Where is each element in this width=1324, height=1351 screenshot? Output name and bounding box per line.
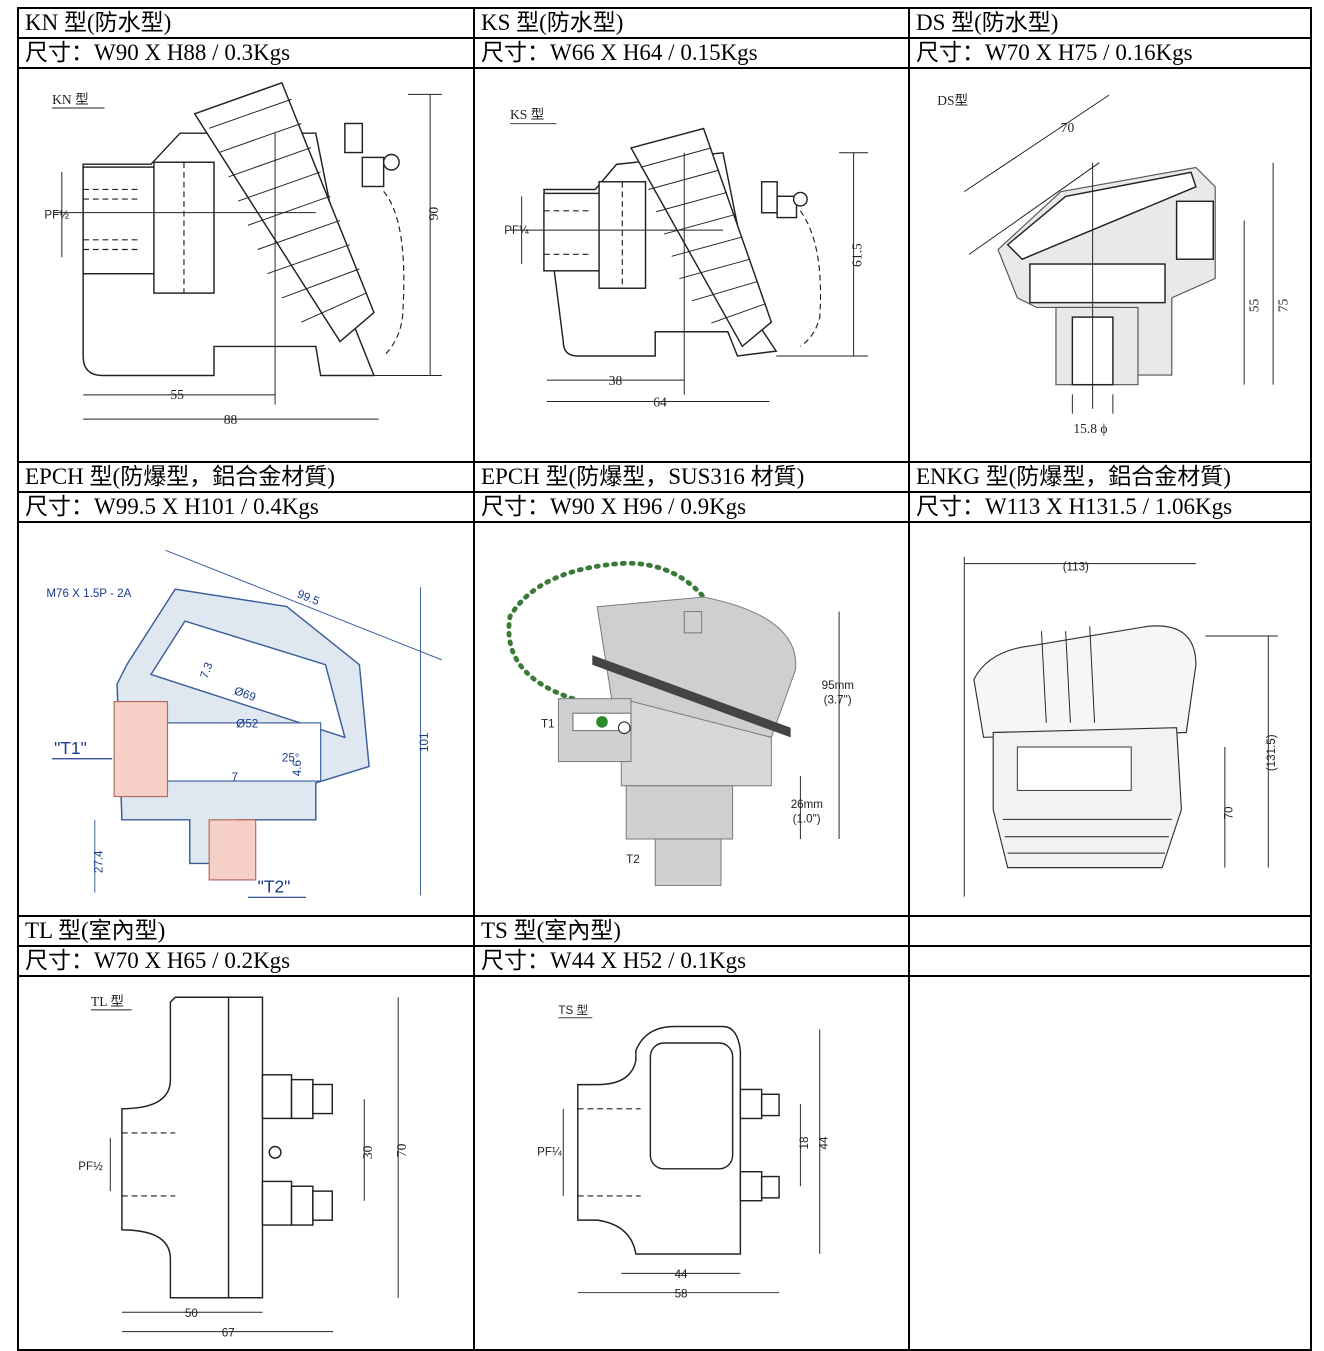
tl-size: 尺寸：W70 X H65 / 0.2Kgs [17, 945, 475, 977]
terminal-head-spec-table: KN 型(防水型) KS 型(防水型) DS 型(防水型) 尺寸：W90 X H… [17, 7, 1312, 1351]
table-row: EPCH 型(防爆型，鋁合金材質) EPCH 型(防爆型，SUS316 材質) … [17, 461, 1312, 493]
epch-sus-port-t2: T2 [626, 853, 640, 866]
tl-drawing-name: TL 型 [91, 994, 124, 1009]
epch-sus-drawing: 95mm (3.7") 26mm (1.0") T1 T2 [506, 560, 854, 886]
epch-al-dim-7-3: 7.3 [198, 661, 216, 681]
ks-dim-64: 64 [653, 394, 667, 409]
empty-cell [908, 975, 1312, 1351]
kn-drawing-cell: KN 型 [17, 67, 475, 463]
epch-sus-dim-1-0in: (1.0") [793, 813, 821, 826]
epch-al-dim-7: 7 [231, 771, 237, 784]
ts-dim-18: 18 [798, 1137, 811, 1150]
enkg-drawing-cell: (113) (131.5) 70 [908, 521, 1312, 917]
epch-al-dim-4-6: 4.6 [291, 760, 304, 776]
table-row: 尺寸：W99.5 X H101 / 0.4Kgs 尺寸：W90 X H96 / … [17, 491, 1312, 523]
tl-dim-70: 70 [394, 1143, 409, 1157]
ks-port-label: PF¼ [504, 224, 529, 237]
ks-drawing-name: KS 型 [510, 107, 544, 122]
ds-drawing: DS型 70 55 75 15.8 ϕ [937, 93, 1291, 436]
table-row: KN 型(防水型) KS 型(防水型) DS 型(防水型) [17, 7, 1312, 39]
enkg-dim-70: 70 [1224, 806, 1236, 819]
ks-size: 尺寸：W66 X H64 / 0.15Kgs [473, 37, 910, 69]
tl-dim-50: 50 [185, 1307, 198, 1320]
table-row: M76 X 1.5P - 2A 99.5 Ø69 Ø52 25° 7.3 7 4… [17, 521, 1312, 917]
epch-al-dim-25: 25° [282, 752, 300, 765]
epch-al-dim-99-5: 99.5 [295, 588, 321, 609]
kn-title: KN 型(防水型) [17, 7, 475, 39]
epch-al-size: 尺寸：W99.5 X H101 / 0.4Kgs [17, 491, 475, 523]
tl-drawing: TL 型 PF½ 30 70 50 [78, 994, 409, 1340]
epch-sus-drawing-cell: 95mm (3.7") 26mm (1.0") T1 T2 [473, 521, 910, 917]
kn-drawing-name: KN 型 [52, 92, 89, 107]
ts-port-label: PF¼ [537, 1145, 562, 1158]
epch-sus-port-t1: T1 [541, 718, 555, 731]
enkg-drawing: (113) (131.5) 70 [963, 556, 1278, 897]
ts-drawing: TS 型 PF¼ 18 44 44 58 [537, 1003, 830, 1301]
kn-dim-88: 88 [224, 412, 238, 427]
tl-port-label: PF½ [78, 1160, 103, 1173]
epch-al-dim-101: 101 [418, 733, 431, 752]
tl-drawing-cell: TL 型 PF½ 30 70 50 [17, 975, 475, 1351]
kn-dim-55: 55 [170, 387, 184, 402]
enkg-dim-113: (113) [1063, 561, 1089, 573]
epch-sus-dim-95mm: 95mm [822, 679, 854, 692]
kn-size: 尺寸：W90 X H88 / 0.3Kgs [17, 37, 475, 69]
epch-al-port-t2: "T2" [258, 877, 291, 897]
ts-drawing-cell: TS 型 PF¼ 18 44 44 58 [473, 975, 910, 1351]
table-row: TL 型(室內型) TS 型(室內型) [17, 915, 1312, 947]
ts-dim-58: 58 [675, 1288, 688, 1301]
ts-drawing-name: TS 型 [558, 1003, 588, 1017]
ts-dim-44-v: 44 [817, 1136, 830, 1149]
tl-dim-30: 30 [360, 1145, 375, 1159]
ks-drawing-cell: KS 型 [473, 67, 910, 463]
epch-al-dim-52: Ø52 [236, 718, 258, 731]
empty-title [908, 915, 1312, 947]
kn-port-label: PF½ [44, 208, 69, 221]
epch-al-title: EPCH 型(防爆型，鋁合金材質) [17, 461, 475, 493]
ts-title: TS 型(室內型) [473, 915, 910, 947]
ds-size: 尺寸：W70 X H75 / 0.16Kgs [908, 37, 1312, 69]
empty-size [908, 945, 1312, 977]
table-row: 尺寸：W90 X H88 / 0.3Kgs 尺寸：W66 X H64 / 0.1… [17, 37, 1312, 69]
kn-drawing: KN 型 [44, 81, 442, 427]
tl-dim-67: 67 [222, 1327, 235, 1340]
table-row: 尺寸：W70 X H65 / 0.2Kgs 尺寸：W44 X H52 / 0.1… [17, 945, 1312, 977]
ds-dim-55: 55 [1247, 299, 1262, 313]
ds-dim-15-8: 15.8 ϕ [1073, 421, 1107, 436]
epch-sus-size: 尺寸：W90 X H96 / 0.9Kgs [473, 491, 910, 523]
ds-dim-75: 75 [1276, 299, 1291, 313]
ds-dim-70: 70 [1061, 120, 1075, 135]
ks-dim-38: 38 [609, 373, 623, 388]
table-row: KN 型 [17, 67, 1312, 463]
epch-al-drawing: M76 X 1.5P - 2A 99.5 Ø69 Ø52 25° 7.3 7 4… [46, 549, 442, 898]
enkg-title: ENKG 型(防爆型，鋁合金材質) [908, 461, 1312, 493]
epch-al-port-t1: "T1" [54, 738, 87, 758]
epch-sus-dim-26mm: 26mm [791, 798, 823, 811]
epch-sus-dim-3-7in: (3.7") [824, 694, 852, 707]
ks-dim-61-5: 61.5 [849, 243, 864, 267]
enkg-dim-131-5: (131.5) [1266, 734, 1278, 771]
epch-sus-title: EPCH 型(防爆型，SUS316 材質) [473, 461, 910, 493]
ts-dim-44-h: 44 [675, 1268, 688, 1281]
ks-title: KS 型(防水型) [473, 7, 910, 39]
enkg-size: 尺寸：W113 X H131.5 / 1.06Kgs [908, 491, 1312, 523]
kn-dim-90: 90 [426, 207, 441, 221]
epch-al-drawing-cell: M76 X 1.5P - 2A 99.5 Ø69 Ø52 25° 7.3 7 4… [17, 521, 475, 917]
ds-drawing-name: DS型 [937, 93, 968, 108]
table-row: TL 型 PF½ 30 70 50 [17, 975, 1312, 1351]
ds-title: DS 型(防水型) [908, 7, 1312, 39]
ts-size: 尺寸：W44 X H52 / 0.1Kgs [473, 945, 910, 977]
epch-al-dim-27-4: 27.4 [93, 850, 106, 873]
epch-al-thread-label: M76 X 1.5P - 2A [46, 587, 131, 600]
ds-drawing-cell: DS型 70 55 75 15.8 ϕ [908, 67, 1312, 463]
ks-drawing: KS 型 [504, 107, 869, 409]
tl-title: TL 型(室內型) [17, 915, 475, 947]
